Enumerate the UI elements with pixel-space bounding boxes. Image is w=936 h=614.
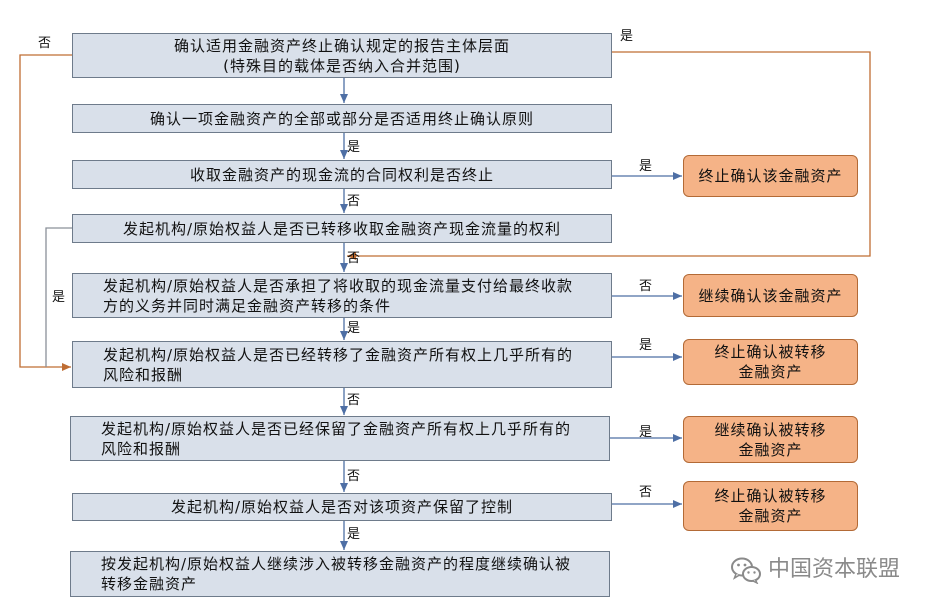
edge-label-step5-yes: 是 bbox=[347, 321, 361, 336]
step-text-line: 收取金融资产的现金流的合同权利是否终止 bbox=[189, 165, 494, 184]
edge-label-step4-no: 否 bbox=[347, 251, 361, 266]
step-text-line: 发起机构/原始权益人是否对该项资产保留了控制 bbox=[170, 498, 514, 516]
step-risks-rewards-retained: 发起机构/原始权益人是否已经保留了金融资产所有权上几乎所有的 风险和报酬 bbox=[70, 416, 610, 461]
step-text-line: 确认适用金融资产终止确认规定的报告主体层面 bbox=[173, 36, 510, 55]
outcome-derecognize-asset: 终止确认该金融资产 bbox=[683, 155, 858, 197]
outcome-text-line: 终止确认被转移 bbox=[714, 487, 827, 505]
outcome-text-line: 继续确认被转移 bbox=[714, 420, 827, 439]
edge-label-step4-yes: 是 bbox=[52, 290, 66, 305]
step-risks-rewards-transferred: 发起机构/原始权益人是否已经转移了金融资产所有权上几乎所有的 风险和报酬 bbox=[72, 341, 612, 388]
watermark: 中国资本联盟 bbox=[730, 556, 900, 584]
step-text-line: (特殊目的载体是否纳入合并范围) bbox=[223, 56, 461, 75]
wechat-icon bbox=[731, 557, 761, 584]
edge-label-step3-yes: 是 bbox=[639, 159, 653, 174]
step-derecognition-principle-scope: 确认一项金融资产的全部或部分是否适用终止确认原则 bbox=[72, 104, 612, 133]
edge-label-step3-no: 否 bbox=[347, 194, 361, 209]
outcome-text-line: 金融资产 bbox=[738, 363, 803, 381]
step-continuing-involvement: 按发起机构/原始权益人继续涉入被转移金融资产的程度继续确认被 转移金融资产 bbox=[70, 551, 610, 597]
outcome-text-line: 终止确认被转移 bbox=[714, 343, 827, 361]
step-cash-flow-rights-transferred: 发起机构/原始权益人是否已转移收取金融资产现金流量的权利 bbox=[72, 214, 612, 243]
outcome-derecognize-transferred-asset: 终止确认被转移 金融资产 bbox=[683, 339, 858, 385]
edge-label-step7-yes: 是 bbox=[639, 425, 653, 440]
edge-label-step1-no: 否 bbox=[38, 36, 52, 51]
edge-label-step8-yes: 是 bbox=[347, 527, 361, 542]
step-pass-through-obligation: 发起机构/原始权益人是否承担了将收取的现金流量支付给最终收款 方的义务并同时满足… bbox=[72, 273, 612, 318]
loop-step1-no-to-step6 bbox=[19, 54, 72, 371]
outcome-derecognize-transferred-asset-control: 终止确认被转移 金融资产 bbox=[683, 481, 858, 531]
edge-label-step7-no: 否 bbox=[347, 469, 361, 484]
step-text-line: 转移金融资产 bbox=[101, 575, 198, 593]
step-control-retained: 发起机构/原始权益人是否对该项资产保留了控制 bbox=[72, 493, 612, 521]
edge-label-step2-yes: 是 bbox=[347, 140, 361, 155]
step-text-line: 风险和报酬 bbox=[103, 365, 184, 384]
watermark-text: 中国资本联盟 bbox=[768, 557, 901, 582]
edge-label-step6-no: 否 bbox=[347, 393, 361, 408]
edge-label-step8-no: 否 bbox=[639, 485, 653, 500]
step-reporting-entity-scope: 确认适用金融资产终止确认规定的报告主体层面 (特殊目的载体是否纳入合并范围) bbox=[72, 33, 612, 78]
step-text-line: 发起机构/原始权益人是否已经保留了金融资产所有权上几乎所有的 bbox=[101, 419, 572, 438]
edge-label-step5-no: 否 bbox=[639, 279, 653, 294]
step-contractual-rights-expired: 收取金融资产的现金流的合同权利是否终止 bbox=[72, 160, 612, 189]
step-text-line: 风险和报酬 bbox=[101, 439, 182, 458]
edge-label-step6-yes: 是 bbox=[639, 338, 653, 353]
outcome-text-line: 金融资产 bbox=[738, 507, 803, 525]
outcome-text-line: 终止确认该金融资产 bbox=[698, 167, 843, 185]
outcome-continue-recognize-transferred-asset: 继续确认被转移 金融资产 bbox=[683, 416, 858, 463]
step-text-line: 按发起机构/原始权益人继续涉入被转移金融资产的程度继续确认被 bbox=[101, 555, 572, 573]
edge-label-step1-yes: 是 bbox=[620, 29, 634, 44]
step-text-line: 发起机构/原始权益人是否已经转移了金融资产所有权上几乎所有的 bbox=[103, 345, 574, 364]
step-text-line: 发起机构/原始权益人是否已转移收取金融资产现金流量的权利 bbox=[122, 219, 562, 238]
step-text-line: 方的义务并同时满足金融资产转移的条件 bbox=[103, 296, 392, 315]
step-text-line: 确认一项金融资产的全部或部分是否适用终止确认原则 bbox=[149, 109, 534, 128]
step-text-line: 发起机构/原始权益人是否承担了将收取的现金流量支付给最终收款 bbox=[103, 276, 574, 295]
outcome-text-line: 继续确认该金融资产 bbox=[698, 286, 843, 305]
outcome-text-line: 金融资产 bbox=[738, 440, 803, 459]
outcome-continue-recognize-asset: 继续确认该金融资产 bbox=[683, 274, 858, 317]
